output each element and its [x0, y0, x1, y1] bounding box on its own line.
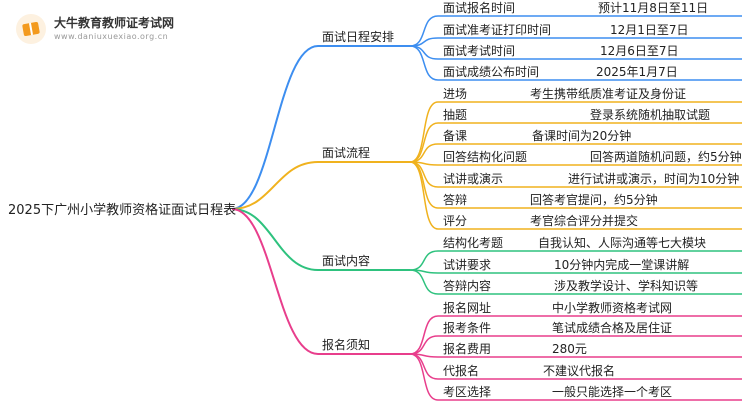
- leaf-label: 面试考试时间: [443, 43, 515, 58]
- root-branch-edge: [231, 208, 319, 355]
- branch-label: 面试内容: [322, 253, 370, 268]
- leaf-value: 考生携带纸质准考证及身份证: [530, 86, 686, 101]
- mindmap-edges: [231, 15, 742, 401]
- leaf-label: 试讲或演示: [443, 171, 503, 186]
- leaf-label: 评分: [443, 214, 467, 228]
- leaf-label: 考区选择: [443, 385, 491, 399]
- leaf-value: 备课时间为20分钟: [532, 128, 631, 143]
- leaf-label: 进场: [443, 87, 467, 101]
- leaf-value: 笔试成绩合格及居住证: [552, 320, 672, 335]
- branch-leaf-edge: [409, 269, 439, 295]
- branch-leaf-edge: [409, 45, 439, 60]
- leaf-label: 报考条件: [443, 320, 491, 335]
- root-branch-edge: [231, 161, 319, 210]
- logo-url: www.daniuxuexiao.org.cn: [54, 32, 169, 41]
- branch-label: 面试日程安排: [322, 29, 394, 44]
- root-branch-edge: [231, 45, 319, 210]
- leaf-label: 报名费用: [443, 341, 491, 356]
- leaf-value: 10分钟内完成一堂课讲解: [554, 257, 689, 272]
- leaf-label: 抽题: [443, 108, 467, 122]
- leaf-label: 结构化考题: [443, 235, 503, 250]
- leaf-label: 报名网址: [443, 300, 491, 315]
- leaf-label: 代报名: [443, 363, 479, 378]
- leaf-value: 进行试讲或演示，时间为10分钟: [568, 171, 739, 186]
- logo-title: 大牛教育教师证考试网: [54, 16, 175, 30]
- site-logo: 大牛教育教师证考试网 www.daniuxuexiao.org.cn: [10, 10, 200, 50]
- root-branch-edge: [231, 208, 319, 271]
- branch-leaf-edge: [409, 143, 439, 163]
- leaf-value: 登录系统随机抽取试题: [590, 107, 710, 122]
- branch-leaf-edge: [409, 335, 439, 355]
- leaf-value: 涉及教学设计、学科知识等: [554, 278, 698, 293]
- branch-leaf-edge: [409, 161, 439, 230]
- leaf-label: 面试准考证打印时间: [443, 22, 551, 37]
- leaf-label: 答辩内容: [443, 278, 491, 293]
- leaf-value: 280元: [552, 342, 587, 356]
- leaf-label: 面试成绩公布时间: [443, 64, 539, 79]
- leaf-value: 中小学教师资格考试网: [552, 300, 672, 315]
- leaf-value: 考官综合评分并提交: [530, 213, 638, 228]
- branch-leaf-edge: [409, 353, 439, 401]
- leaf-label: 面试报名时间: [443, 0, 515, 15]
- leaf-value: 预计11月8日至11日: [598, 1, 708, 15]
- leaf-value: 12月6日至7日: [600, 44, 679, 58]
- leaf-value: 不建议代报名: [543, 363, 615, 378]
- leaf-value: 自我认知、人际沟通等七大模块: [538, 236, 706, 250]
- branch-leaf-edge: [409, 161, 439, 209]
- leaf-value: 2025年1月7日: [596, 65, 678, 79]
- branch-leaf-edge: [409, 315, 439, 355]
- branch-leaf-edge: [409, 250, 439, 271]
- leaf-value: 一般只能选择一个考区: [552, 384, 672, 399]
- leaf-label: 答辩: [443, 192, 467, 207]
- leaf-value: 回答考官提问，约5分钟: [530, 192, 658, 207]
- leaf-value: 12月1日至7日: [610, 23, 689, 37]
- leaf-label: 备课: [443, 129, 467, 143]
- root-node: 2025下广州小学教师资格证面试日程表: [8, 202, 236, 218]
- branch-leaf-edge: [409, 45, 439, 81]
- leaf-label: 试讲要求: [443, 257, 491, 272]
- leaf-label: 回答结构化问题: [443, 149, 527, 164]
- branch-label: 报名须知: [322, 337, 370, 352]
- branch-label: 面试流程: [322, 145, 370, 160]
- book-icon: [16, 14, 46, 44]
- leaf-value: 回答两道随机问题，约5分钟: [590, 149, 742, 164]
